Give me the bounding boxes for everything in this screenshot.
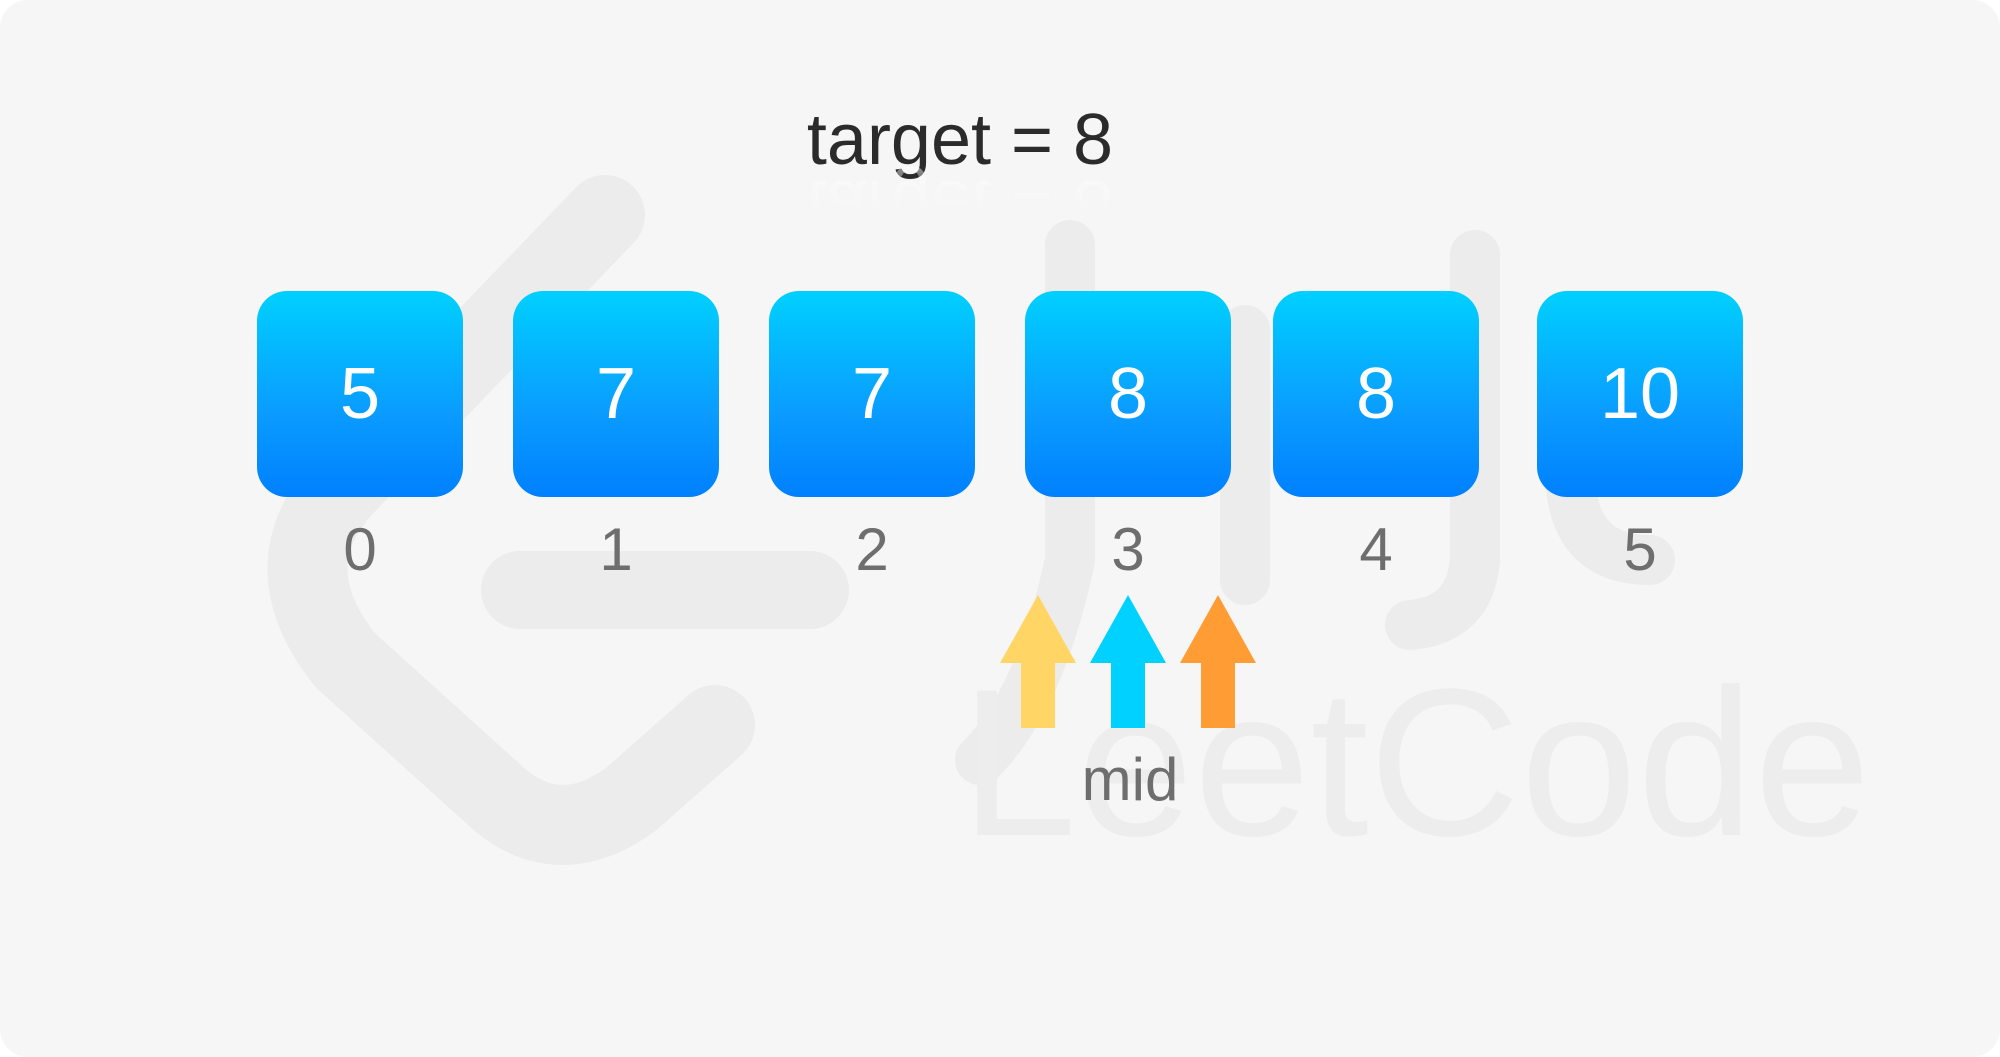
right-pointer-arrow-icon bbox=[1180, 595, 1256, 728]
target-title: target = 8 bbox=[806, 100, 1114, 180]
mid-pointer-label: mid bbox=[1081, 746, 1179, 813]
array-cell: 10 bbox=[1537, 291, 1743, 497]
array-cell: 7 bbox=[769, 291, 975, 497]
array-index: 0 bbox=[343, 516, 377, 583]
left-pointer-arrow-icon bbox=[1000, 595, 1076, 728]
array-cell: 8 bbox=[1025, 291, 1231, 497]
array-index: 5 bbox=[1623, 516, 1657, 583]
array-cell: 8 bbox=[1273, 291, 1479, 497]
array-index: 3 bbox=[1111, 516, 1145, 583]
array-index: 4 bbox=[1359, 516, 1393, 583]
array-cell: 5 bbox=[257, 291, 463, 497]
array-cell: 7 bbox=[513, 291, 719, 497]
pointer-arrows bbox=[1000, 595, 1256, 728]
mid-pointer-arrow-icon bbox=[1090, 595, 1166, 728]
array-index: 1 bbox=[599, 516, 633, 583]
array-index: 2 bbox=[855, 516, 889, 583]
